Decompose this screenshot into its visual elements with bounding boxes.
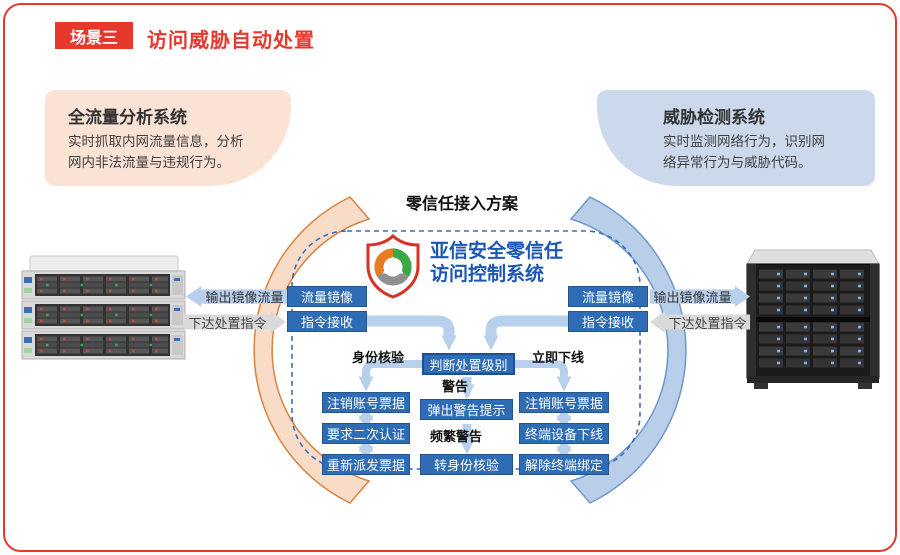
threat-detect-desc-1: 实时监测网络行为，识别网 bbox=[663, 134, 825, 150]
warning-label: 警告 bbox=[441, 380, 468, 395]
threat-detect-panel: 威胁检测系统 实时监测网络行为，识别网 络异常行为与威胁代码。 bbox=[597, 90, 875, 186]
revoke-ticket-box-right: 注销账号票据 bbox=[519, 392, 609, 413]
full-traffic-desc-2: 网内非法流量与违规行为。 bbox=[68, 155, 230, 171]
identity-check-label: 身份核验 bbox=[351, 351, 404, 366]
mirror-out-arrow-left: 输出镜像流量 bbox=[186, 286, 288, 307]
page-title: 访问威胁自动处置 bbox=[147, 28, 315, 52]
logo-title: 亚信安全零信任 访问控制系统 bbox=[430, 240, 563, 286]
judge-level-box: 判断处置级别 bbox=[422, 353, 515, 375]
immediate-offline-label: 立即下线 bbox=[531, 351, 584, 366]
command-receive-box-right: 指令接收 bbox=[568, 311, 648, 332]
frequent-warning-label: 频繁警告 bbox=[429, 430, 482, 445]
command-in-arrow-right: 下达处置指令 bbox=[650, 311, 750, 333]
scenario-badge: 场景三 bbox=[55, 22, 133, 49]
full-traffic-title: 全流量分析系统 bbox=[68, 108, 187, 128]
traffic-mirror-box-right: 流量镜像 bbox=[568, 286, 648, 307]
right-arc bbox=[569, 196, 687, 504]
command-in-arrow-left: 下达处置指令 bbox=[184, 311, 286, 333]
reissue-ticket-box: 重新派发票据 bbox=[322, 454, 410, 475]
traffic-mirror-box-left: 流量镜像 bbox=[287, 286, 367, 307]
scheme-title: 零信任接入方案 bbox=[405, 194, 518, 213]
popup-warning-box: 弹出警告提示 bbox=[420, 399, 513, 420]
second-auth-box: 要求二次认证 bbox=[322, 423, 410, 444]
unbind-terminal-box: 解除终端绑定 bbox=[519, 454, 609, 475]
shield-logo-icon bbox=[366, 233, 420, 299]
to-identity-check-box: 转身份核验 bbox=[420, 454, 513, 475]
logo-title-line-2: 访问控制系统 bbox=[430, 263, 545, 285]
logo-title-line-1: 亚信安全零信任 bbox=[430, 240, 564, 262]
terminal-offline-box: 终端设备下线 bbox=[519, 423, 609, 444]
command-receive-box-left: 指令接收 bbox=[287, 311, 367, 332]
left-arc bbox=[253, 196, 371, 504]
traffic-analysis-server-image bbox=[20, 255, 188, 362]
threat-detect-desc-2: 络异常行为与威胁代码。 bbox=[663, 155, 812, 171]
full-traffic-desc-1: 实时抓取内网流量信息，分析 bbox=[68, 134, 244, 150]
revoke-ticket-box-left: 注销账号票据 bbox=[322, 392, 410, 413]
full-traffic-panel: 全流量分析系统 实时抓取内网流量信息，分析 网内非法流量与违规行为。 bbox=[45, 90, 291, 186]
threat-detect-title: 威胁检测系统 bbox=[663, 108, 765, 128]
threat-detect-server-image bbox=[746, 249, 880, 389]
mirror-out-arrow-right: 输出镜像流量 bbox=[650, 286, 750, 307]
